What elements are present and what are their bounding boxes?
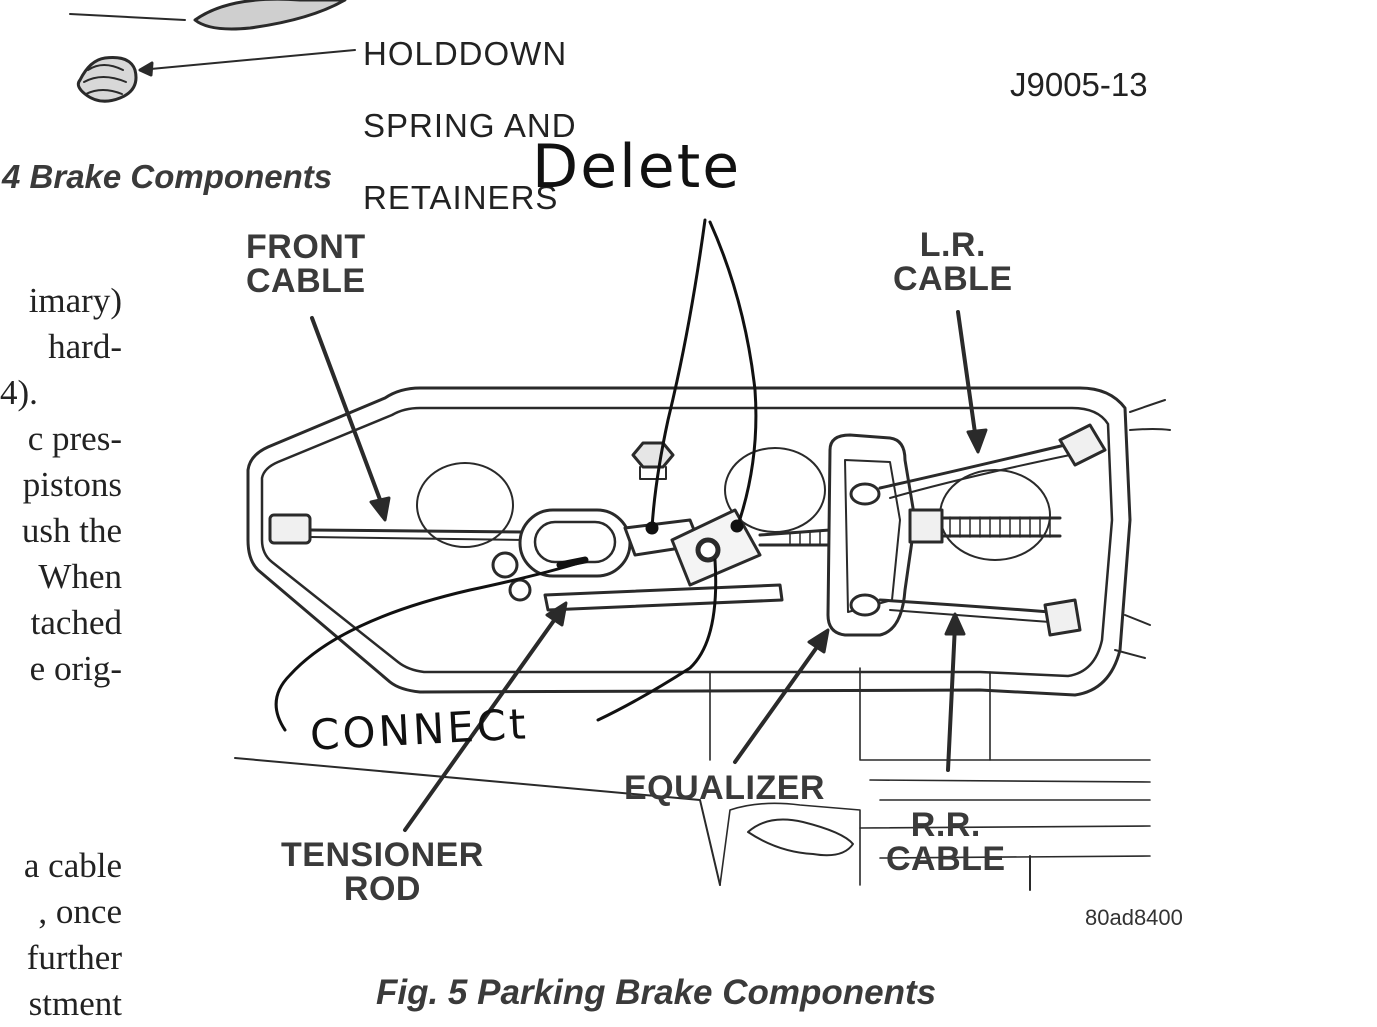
- connect-line-right: [596, 558, 718, 722]
- top-figure-caption: 4 Brake Components: [2, 158, 333, 195]
- front-cable-line: [308, 528, 527, 534]
- front-cable-arrow: [310, 316, 387, 515]
- diagram-ref-code: 80ad8400: [1085, 905, 1183, 930]
- left-body-text-lower: a cable , once further stment: [0, 843, 122, 1027]
- delete-handwritten-note: Delete: [532, 132, 742, 202]
- oval-link: [518, 508, 632, 578]
- text-line: pistons: [22, 465, 122, 504]
- text-line: tached: [30, 603, 122, 642]
- text-line: further: [26, 938, 122, 977]
- rr-cable-label: R.R. CABLE: [886, 806, 1006, 878]
- text-line: a cable: [23, 846, 122, 885]
- lr-cable-line: [878, 443, 1067, 490]
- equalizer-arrow: [733, 638, 824, 764]
- top-figure-id: J9005-13: [1010, 66, 1148, 103]
- rr-cable-line: [878, 598, 1052, 614]
- text-line: e orig-: [29, 649, 122, 688]
- connect-line-left: [274, 560, 584, 732]
- tensioner-rod-arrow: [403, 610, 562, 832]
- tensioner-rod-shape: [543, 583, 784, 612]
- text-line: When: [38, 557, 122, 596]
- brake-shoe-partial: [193, 0, 347, 31]
- lr-cable-label: L.R. CABLE: [893, 226, 1013, 298]
- lr-cable-end: [1058, 423, 1107, 467]
- lr-cable-arrow: [956, 310, 978, 442]
- delete-line-left: [650, 218, 707, 530]
- rr-cable-arrow: [946, 623, 957, 772]
- text-line: c pres-: [27, 419, 122, 458]
- diagram-caption: Fig. 5 Parking Brake Components: [376, 973, 937, 1012]
- text-line: , once: [38, 892, 122, 931]
- equalizer-label: EQUALIZER: [624, 769, 825, 807]
- holddown-spring-icon: [76, 56, 138, 103]
- text-line: stment: [28, 984, 122, 1023]
- brake-housing-outer: [246, 386, 1132, 697]
- spring-leader-line: [139, 49, 356, 71]
- holddown-spring-label: HOLDDOWN SPRING AND RETAINERS: [363, 0, 577, 252]
- holddown-label-line-2: SPRING AND: [363, 107, 577, 144]
- holddown-label-line-1: HOLDDOWN: [363, 35, 568, 72]
- brake-housing-inner: [260, 406, 1114, 678]
- text-line: hard-: [48, 327, 122, 366]
- tensioner-rod-label: TENSIONER ROD: [281, 836, 484, 908]
- bolt-icon: [631, 441, 675, 469]
- text-line: 4).: [0, 373, 38, 412]
- text-line: ush the: [21, 511, 122, 550]
- floor-pan-hole: [747, 818, 854, 857]
- delete-line-right: [708, 220, 758, 527]
- text-line: imary): [28, 281, 122, 320]
- rr-cable-end: [1043, 598, 1082, 637]
- holddown-label-line-3: RETAINERS: [363, 179, 559, 216]
- left-body-text-upper: imary) hard- 4). c pres- pistons ush the…: [0, 278, 122, 692]
- shoe-leader-line: [69, 13, 186, 21]
- front-cable-label: FRONT CABLE: [246, 228, 366, 300]
